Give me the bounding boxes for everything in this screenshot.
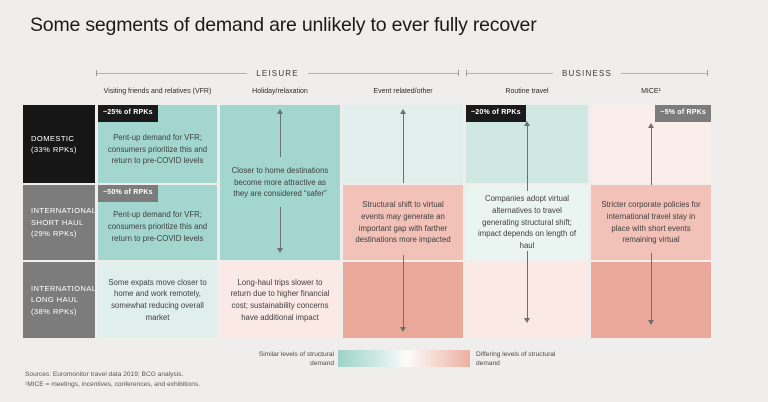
- trend-arrow-up-icon: [524, 121, 530, 191]
- group-bracket-business: BUSINESS: [466, 68, 708, 78]
- column-header-event: Event related/other: [373, 88, 433, 95]
- cell-routine-short-haul: Companies adopt virtual alternatives to …: [466, 185, 588, 260]
- bracket-line: [467, 72, 553, 74]
- cell-text: Pent-up demand for VFR; consumers priori…: [107, 210, 208, 243]
- rpk-badge: ~50% of RPKs: [98, 185, 158, 202]
- row-share: (29% RPKs): [31, 229, 77, 239]
- trend-arrow-up-icon: [277, 109, 283, 157]
- trend-arrow-up-icon: [400, 109, 406, 183]
- cell-event-short-haul: Structural shift to virtual events may g…: [343, 185, 463, 260]
- rpk-badge: ~20% of RPKs: [466, 105, 526, 122]
- sources-line: Sources: Euromonitor travel data 2019; B…: [25, 371, 184, 378]
- legend-gradient-bar: [338, 350, 470, 367]
- trend-arrow-down-icon: [648, 253, 654, 325]
- trend-arrow-down-icon: [400, 255, 406, 332]
- bracket-tick: [96, 70, 97, 76]
- demand-matrix: DOMESTIC (33% RPKs) INTERNATIONAL SHORT …: [23, 105, 711, 338]
- row-header-intl-short-haul: INTERNATIONAL SHORT HAUL (29% RPKs): [23, 185, 97, 260]
- bracket-tick: [466, 70, 467, 76]
- cell-vfr-short-haul: ~50% of RPKs Pent-up demand for VFR; con…: [98, 185, 217, 260]
- row-name: INTERNATIONAL LONG HAUL: [31, 283, 97, 305]
- group-bracket-leisure: LEISURE: [96, 68, 460, 78]
- cell-text: Structural shift to virtual events may g…: [355, 200, 451, 245]
- cell-text: Long-haul trips slower to return due to …: [230, 277, 330, 322]
- trend-arrow-down-icon: [524, 251, 530, 323]
- column-header-holiday: Holiday/relaxation: [252, 88, 308, 95]
- bracket-line: [97, 72, 248, 74]
- legend-label-differing: Differing levels of structural demand: [476, 351, 556, 367]
- cell-vfr-long-haul: Some expats move closer to home and work…: [98, 262, 217, 338]
- column-header-vfr: Visiting friends and relatives (VFR): [103, 88, 212, 95]
- row-name: DOMESTIC: [31, 133, 75, 143]
- cell-vfr-domestic: ~25% of RPKs Pent-up demand for VFR; con…: [98, 105, 217, 183]
- bracket-line: [307, 72, 459, 74]
- bracket-tick: [707, 70, 708, 76]
- trend-arrow-down-icon: [277, 207, 283, 253]
- row-share: (33% RPKs): [31, 145, 77, 154]
- column-header-mice: MICE¹: [641, 88, 661, 95]
- group-label-leisure: LEISURE: [256, 68, 299, 78]
- column-headers: Visiting friends and relatives (VFR) Hol…: [23, 88, 711, 100]
- footer: Sources: Euromonitor travel data 2019; B…: [25, 370, 200, 390]
- cell-mice-short-haul: Stricter corporate policies for internat…: [591, 185, 711, 260]
- rpk-badge: ~25% of RPKs: [98, 105, 158, 122]
- cell-text: Companies adopt virtual alternatives to …: [478, 194, 576, 251]
- row-name: INTERNATIONAL SHORT HAUL: [31, 206, 97, 227]
- legend-label-similar: Similar levels of structural demand: [258, 351, 334, 367]
- row-share: (38% RPKs): [31, 306, 77, 316]
- trend-arrow-up-icon: [648, 123, 654, 185]
- bracket-tick: [458, 70, 460, 76]
- cell-text: Closer to home destinations become more …: [231, 165, 329, 199]
- cell-text: Some expats move closer to home and work…: [108, 277, 207, 322]
- column-header-routine: Routine travel: [505, 88, 549, 95]
- group-label-business: BUSINESS: [561, 68, 613, 78]
- bracket-line: [621, 72, 707, 74]
- page-title: Some segments of demand are unlikely to …: [30, 14, 537, 36]
- cell-text: Stricter corporate policies for internat…: [601, 200, 701, 245]
- cell-holiday-long-haul: Long-haul trips slower to return due to …: [220, 262, 340, 338]
- row-header-domestic: DOMESTIC (33% RPKs): [23, 105, 95, 183]
- rpk-badge: ~5% of RPKs: [655, 105, 711, 122]
- footnote-line: ¹MICE = meetings, incentives, conference…: [25, 381, 201, 389]
- cell-text: Pent-up demand for VFR; consumers priori…: [107, 132, 208, 166]
- row-header-intl-long-haul: INTERNATIONAL LONG HAUL (38% RPKs): [23, 262, 97, 338]
